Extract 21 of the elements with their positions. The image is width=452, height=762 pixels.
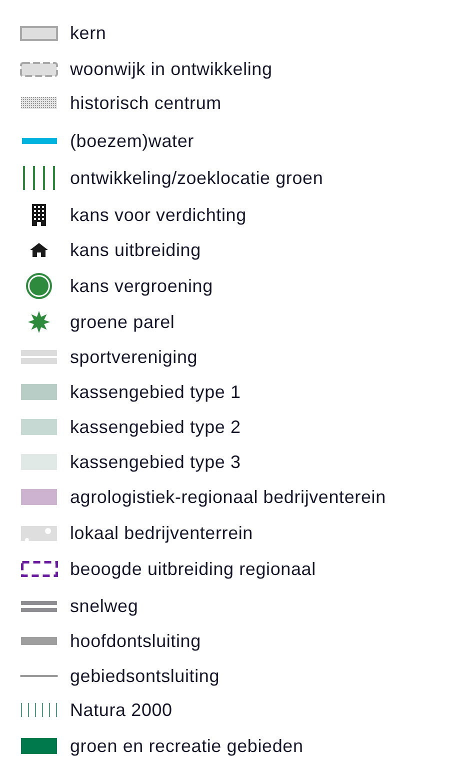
legend-label: ontwikkeling/zoeklocatie groen xyxy=(70,167,324,189)
legend-label: kans voor verdichting xyxy=(70,204,246,226)
legend-label: kans uitbreiding xyxy=(70,239,201,261)
legend-label: sportvereniging xyxy=(70,346,198,368)
legend-label: (boezem)water xyxy=(70,130,194,152)
legend-label: groen en recreatie gebieden xyxy=(70,735,304,757)
legend-label: beoogde uitbreiding regionaal xyxy=(70,558,316,580)
legend-label: woonwijk in ontwikkeling xyxy=(70,58,272,80)
legend-label: snelweg xyxy=(70,595,138,617)
legend-label: lokaal bedrijventerrein xyxy=(70,522,253,544)
legend-label: historisch centrum xyxy=(70,92,222,114)
legend-label: Natura 2000 xyxy=(70,699,172,721)
legend-label: kern xyxy=(70,22,106,44)
legend-label: groene parel xyxy=(70,311,175,333)
legend-label: kassengebied type 3 xyxy=(70,451,241,473)
legend-label: kassengebied type 1 xyxy=(70,381,241,403)
legend-label: agrologistiek-regionaal bedrijventerein xyxy=(70,486,386,508)
legend-label: gebiedsontsluiting xyxy=(70,665,220,687)
legend-label: kans vergroening xyxy=(70,275,213,297)
legend-label: hoofdontsluiting xyxy=(70,630,201,652)
legend-label: kassengebied type 2 xyxy=(70,416,241,438)
